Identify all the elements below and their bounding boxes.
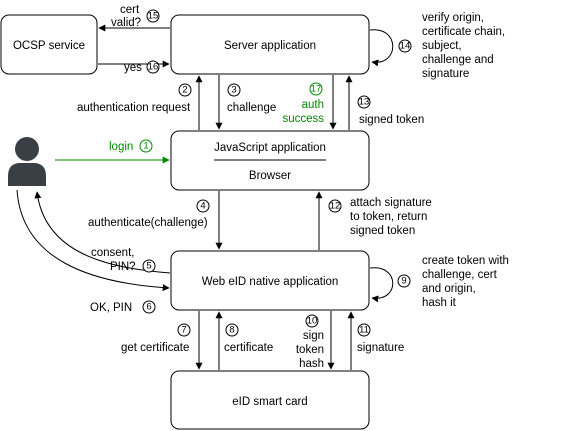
- svg-text:2: 2: [182, 85, 187, 96]
- step-5-number: 5: [142, 259, 156, 273]
- svg-text:13: 13: [359, 97, 370, 108]
- step-5-text-line-1: consent,: [91, 247, 134, 259]
- step-9-create-token: 9 create token with challenge, cert and …: [397, 255, 509, 309]
- step-5-text-line-2: PIN?: [110, 261, 136, 273]
- svg-text:12: 12: [330, 201, 341, 212]
- step-15-cert-valid: cert valid? 15: [111, 4, 160, 29]
- step-3-number: 3: [227, 83, 241, 97]
- step-8-text: certificate: [224, 342, 273, 354]
- step-2-authentication-request: 2 authentication request: [77, 83, 192, 114]
- step-16-number: 16: [146, 60, 160, 74]
- svg-text:3: 3: [231, 85, 236, 96]
- step-14-number: 14: [398, 39, 412, 53]
- arrow-ok-pin: [16, 189, 170, 292]
- step-14-text-line-1: verify origin,: [422, 12, 484, 24]
- step-8-certificate: 8 certificate: [224, 323, 273, 354]
- step-17-number: 17: [309, 82, 323, 96]
- step-1-text: login: [109, 141, 133, 153]
- smart-card-label: eID smart card: [232, 396, 307, 408]
- browser-label: Browser: [249, 170, 291, 182]
- step-13-number: 13: [357, 95, 371, 109]
- svg-text:1: 1: [143, 141, 148, 152]
- step-12-text-line-2: to token, return: [350, 211, 427, 223]
- step-5-consent-pin: consent, PIN? 5: [91, 247, 156, 273]
- step-6-text: OK, PIN: [90, 302, 132, 314]
- step-10-text-line-3: hash: [299, 358, 324, 370]
- native-application-box: Web eID native application: [170, 250, 370, 311]
- step-12-number: 12: [328, 199, 342, 213]
- step-1-number: 1: [139, 139, 153, 153]
- step-15-text-line-2: valid?: [111, 17, 141, 29]
- step-6-ok-pin: OK, PIN 6: [90, 300, 156, 314]
- browser-box: JavaScript application Browser: [170, 130, 370, 191]
- step-10-number: 10: [305, 314, 319, 328]
- svg-text:10: 10: [307, 316, 318, 327]
- arrow-verify-loop: [369, 29, 394, 67]
- native-application-label: Web eID native application: [202, 276, 339, 288]
- step-3-challenge: 3 challenge: [227, 83, 276, 114]
- step-7-number: 7: [177, 323, 191, 337]
- step-2-text: authentication request: [77, 102, 191, 114]
- arrow-create-token-loop: [369, 267, 394, 303]
- step-14-verify: 14 verify origin, certificate chain, sub…: [398, 12, 505, 80]
- step-10-text-line-1: sign: [303, 330, 324, 342]
- svg-text:15: 15: [148, 11, 159, 22]
- step-2-number: 2: [178, 83, 192, 97]
- ocsp-service-box: OCSP service: [0, 14, 98, 75]
- svg-text:17: 17: [311, 84, 322, 95]
- step-8-number: 8: [225, 323, 239, 337]
- step-4-number: 4: [196, 199, 210, 213]
- step-17-text-line-1: auth: [302, 99, 324, 111]
- step-6-number: 6: [142, 300, 156, 314]
- svg-text:14: 14: [400, 41, 411, 52]
- step-17-auth-success: 17 auth success: [282, 82, 324, 125]
- svg-text:8: 8: [229, 325, 234, 336]
- step-14-text-line-4: challenge and: [422, 54, 494, 66]
- step-9-number: 9: [397, 274, 411, 288]
- step-7-text: get certificate: [121, 342, 189, 354]
- step-9-text-line-4: hash it: [422, 297, 457, 309]
- step-1-login: login 1: [109, 139, 153, 153]
- svg-text:16: 16: [148, 62, 159, 73]
- step-12-text-line-1: attach signature: [350, 197, 432, 209]
- server-application-box: Server application: [170, 14, 370, 75]
- step-17-text-line-2: success: [282, 113, 324, 125]
- step-16-text: yes: [124, 62, 142, 74]
- javascript-application-label: JavaScript application: [214, 142, 326, 154]
- step-12-attach-signature: 12 attach signature to token, return sig…: [328, 197, 432, 237]
- step-4-authenticate: 4 authenticate(challenge): [88, 199, 210, 229]
- step-9-text-line-3: and origin,: [422, 283, 476, 295]
- svg-text:11: 11: [359, 325, 369, 336]
- step-9-text-line-2: challenge, cert: [422, 269, 498, 281]
- step-12-text-line-3: signed token: [350, 225, 415, 237]
- step-14-text-line-3: subject,: [422, 40, 462, 52]
- step-15-number: 15: [146, 9, 160, 23]
- step-15-text-line-1: cert: [120, 4, 140, 16]
- server-application-label: Server application: [224, 40, 316, 52]
- step-16-yes: yes 16: [124, 60, 160, 74]
- step-14-text-line-5: signature: [422, 68, 469, 80]
- step-13-signed-token: 13 signed token: [357, 95, 424, 126]
- step-7-get-certificate: 7 get certificate: [121, 323, 191, 354]
- step-4-text: authenticate(challenge): [88, 217, 208, 229]
- step-3-text: challenge: [227, 102, 276, 114]
- user-icon: [8, 137, 46, 186]
- smart-card-box: eID smart card: [170, 370, 370, 430]
- step-10-text-line-2: token: [296, 344, 324, 356]
- step-14-text-line-2: certificate chain,: [422, 26, 505, 38]
- step-9-text-line-1: create token with: [422, 255, 509, 267]
- step-13-text: signed token: [359, 114, 424, 126]
- svg-text:6: 6: [146, 302, 151, 313]
- svg-text:7: 7: [181, 325, 186, 336]
- step-11-signature: 11 signature: [357, 323, 404, 354]
- step-10-sign-token-hash: 10 sign token hash: [296, 314, 324, 370]
- ocsp-service-label: OCSP service: [13, 40, 85, 52]
- svg-text:4: 4: [200, 201, 205, 212]
- step-11-text: signature: [357, 342, 404, 354]
- step-11-number: 11: [357, 323, 371, 337]
- svg-text:9: 9: [401, 276, 406, 287]
- svg-text:5: 5: [146, 261, 151, 272]
